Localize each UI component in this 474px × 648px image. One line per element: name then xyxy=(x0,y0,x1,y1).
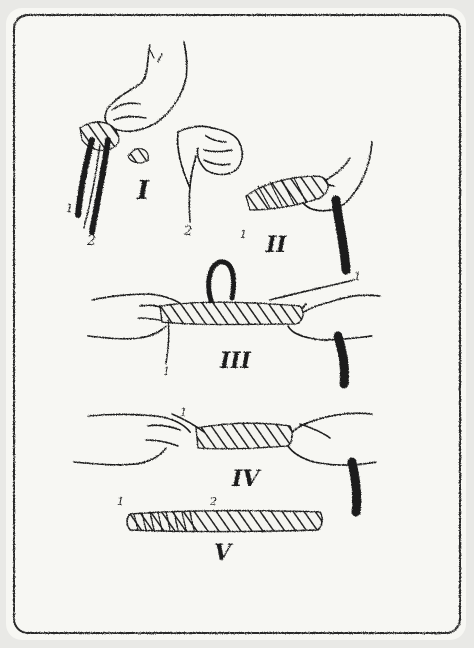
step-4-rope xyxy=(196,423,292,449)
step-5-finished-rope xyxy=(127,511,322,532)
step-5-strand-label-2: 2 xyxy=(209,495,217,508)
step-5-numeral: V xyxy=(214,540,233,566)
step-3-strand-label-right: 1 xyxy=(354,270,361,283)
step-1-numeral: I xyxy=(136,176,150,206)
step-3-numeral: III xyxy=(219,348,252,374)
step-5-strand-label-1: 1 xyxy=(117,495,124,508)
step-4-strand-label-1: 1 xyxy=(180,406,187,419)
step-1-strand-label-2: 2 xyxy=(86,233,96,249)
step-2-strand-label-2: 2 xyxy=(183,224,192,239)
step-1-strand-label-1: 1 xyxy=(66,202,73,215)
step-2-strand-label-1: 1 xyxy=(240,228,247,241)
step-5-illustration xyxy=(127,511,322,532)
step-2-numeral: II xyxy=(265,232,287,258)
step-3-strand-label-left: 1 xyxy=(163,365,170,378)
step-4-numeral: IV xyxy=(231,466,261,492)
step-3-rope xyxy=(160,302,303,324)
